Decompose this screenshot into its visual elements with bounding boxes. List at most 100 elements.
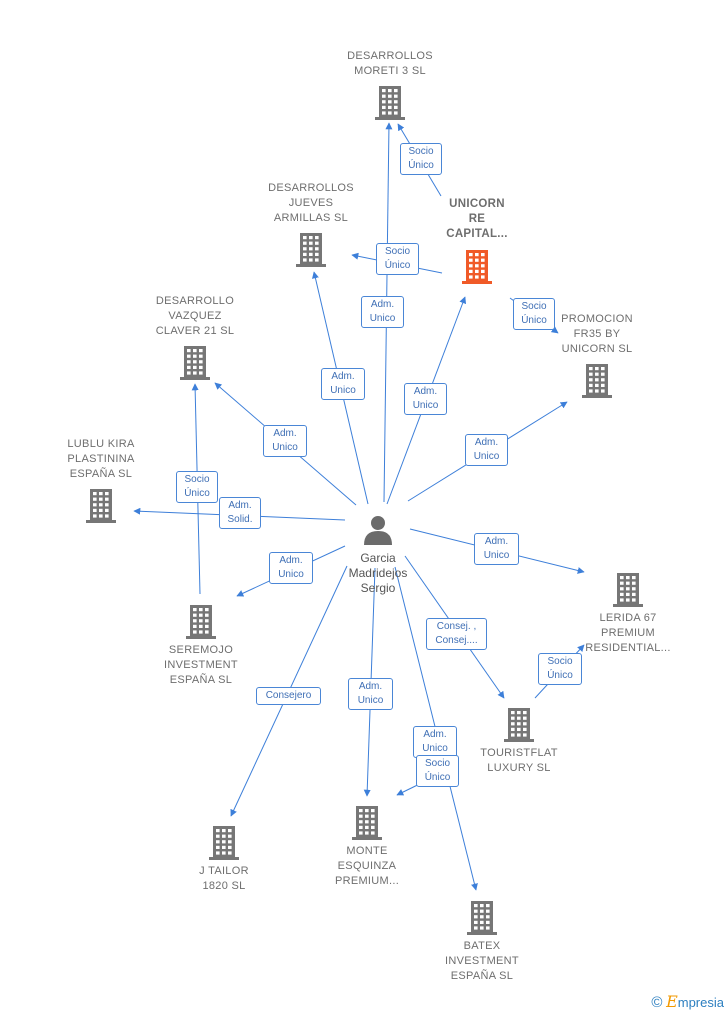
building-icon[interactable] [180, 346, 210, 380]
person-name-line: Sergio [360, 581, 396, 595]
company-label-line: ESPAÑA SL [450, 970, 514, 982]
company-label-line: DESARROLLOS [268, 182, 354, 194]
company-label-line: LUXURY SL [487, 762, 551, 774]
company-label-line: MORETI 3 SL [354, 65, 426, 77]
company-label-line: CLAVER 21 SL [155, 325, 235, 337]
edge-label-person-to-moreti[interactable]: Adm.Unico [361, 296, 404, 328]
building-icon[interactable] [375, 86, 405, 120]
edge-label-line: Único [521, 315, 547, 326]
edge-label-person-to-lerida[interactable]: Adm. Unico [474, 533, 519, 565]
company-label-line: LERIDA 67 [599, 612, 657, 624]
edge-label-line: Socio [384, 246, 410, 257]
edge-label-line: Adm. [331, 371, 355, 382]
edge-label-line: Unico [422, 743, 448, 754]
edge-label-line: Consejero [265, 690, 312, 701]
edge-label-line: Unico [357, 695, 384, 706]
edge-label-line: Único [547, 670, 573, 681]
company-label-line: RE [468, 213, 486, 225]
logo-text: mpresia [677, 995, 724, 1010]
building-icon[interactable] [504, 708, 534, 742]
company-label-line: PROMOCION [561, 313, 633, 325]
edge-label-person-to-jueves[interactable]: Adm.Unico [321, 368, 365, 400]
edge-label-line: Consej.... [435, 635, 478, 646]
building-icon[interactable] [86, 489, 116, 523]
edge-label-person-to-seremojo[interactable]: Adm. Unico [269, 552, 313, 584]
edge-label-line: Solid. [227, 514, 253, 525]
company-label-line: DESARROLLO [155, 295, 235, 307]
building-icon[interactable] [582, 364, 612, 398]
building-icon[interactable] [209, 826, 239, 860]
company-label-line: PLASTININA [67, 453, 135, 465]
edge-label-line: Adm. [413, 386, 438, 397]
company-label-line: MONTE [346, 845, 388, 857]
person-icon[interactable] [364, 516, 392, 545]
edge-label-line: Socio [521, 301, 547, 312]
logo-initial: E [666, 992, 678, 1011]
edge-label-person-to-batex[interactable]: Adm. Unico [413, 726, 457, 758]
company-label-line: ESPAÑA SL [69, 468, 133, 480]
company-label-line: DESARROLLOS [347, 50, 433, 62]
company-label-line: 1820 SL [202, 880, 246, 892]
company-label-seremojo[interactable]: SEREMOJO INVESTMENT ESPAÑA SL [141, 643, 261, 688]
company-label-line: PREMIUM [600, 627, 656, 639]
company-label-moreti[interactable]: DESARROLLOS MORETI 3 SL [330, 49, 450, 79]
edge-label-person-to-monte[interactable]: Adm. Unico [348, 678, 393, 710]
building-icon[interactable] [462, 250, 492, 284]
company-label-lerida[interactable]: LERIDA 67 PREMIUM RESIDENTIAL... [568, 611, 688, 656]
edge-label-line: Unico [483, 550, 510, 561]
edge-label-line: Adm. [423, 729, 447, 740]
edge-label-line: Adm. [358, 681, 383, 692]
person-name-line: Garcia [360, 551, 396, 565]
company-label-line: SEREMOJO [168, 644, 234, 656]
copyright-symbol: © [651, 994, 663, 1011]
building-icon[interactable] [613, 573, 643, 607]
edge-label-line: Adm. [279, 555, 303, 566]
company-label-line: UNICORN [449, 198, 505, 210]
edge-label-person-to-promocion[interactable]: Adm.Unico [465, 434, 508, 466]
company-label-jtailor[interactable]: J TAILOR 1820 SL [164, 864, 284, 894]
edge-label-line: Unico [473, 451, 500, 462]
building-icon[interactable] [186, 605, 216, 639]
edge-label-line: Único [384, 260, 411, 271]
edge-label-line: Único [408, 160, 434, 171]
edge-label-person-to-lublu[interactable]: Adm.Solid. [219, 497, 261, 529]
edge-label-line: Socio [424, 758, 450, 769]
edge-label-person-to-touristflat[interactable]: Consej. ,Consej.... [426, 618, 487, 650]
brand-logo: © Empresia [651, 992, 724, 1011]
company-label-line: J TAILOR [199, 865, 249, 877]
edge-label-line: Unico [278, 569, 304, 580]
edge-label-person-to-jtailor[interactable]: Consejero [256, 687, 321, 705]
company-label-line: INVESTMENT [164, 659, 238, 671]
company-label-line: ARMILLAS SL [273, 212, 349, 224]
edge-label-line: Socio [408, 146, 434, 157]
edge-label-person-to-vazquez[interactable]: Adm.Unico [263, 425, 307, 457]
edge-label-line: Único [184, 488, 210, 499]
edge-label-line: Socio [184, 474, 210, 485]
edge-label-line: Adm. [273, 428, 297, 439]
edge-label-line: Unico [369, 313, 396, 324]
edge-label-line: Adm. [484, 536, 509, 547]
building-icon[interactable] [352, 806, 382, 840]
company-label-line: RESIDENTIAL... [585, 642, 671, 654]
building-icon[interactable] [296, 233, 326, 267]
building-icon[interactable] [467, 901, 497, 935]
edge-label-person-to-unicorn[interactable]: Adm.Unico [404, 383, 447, 415]
company-label-line: INVESTMENT [445, 955, 519, 967]
company-label-line: ESPAÑA SL [169, 674, 233, 686]
